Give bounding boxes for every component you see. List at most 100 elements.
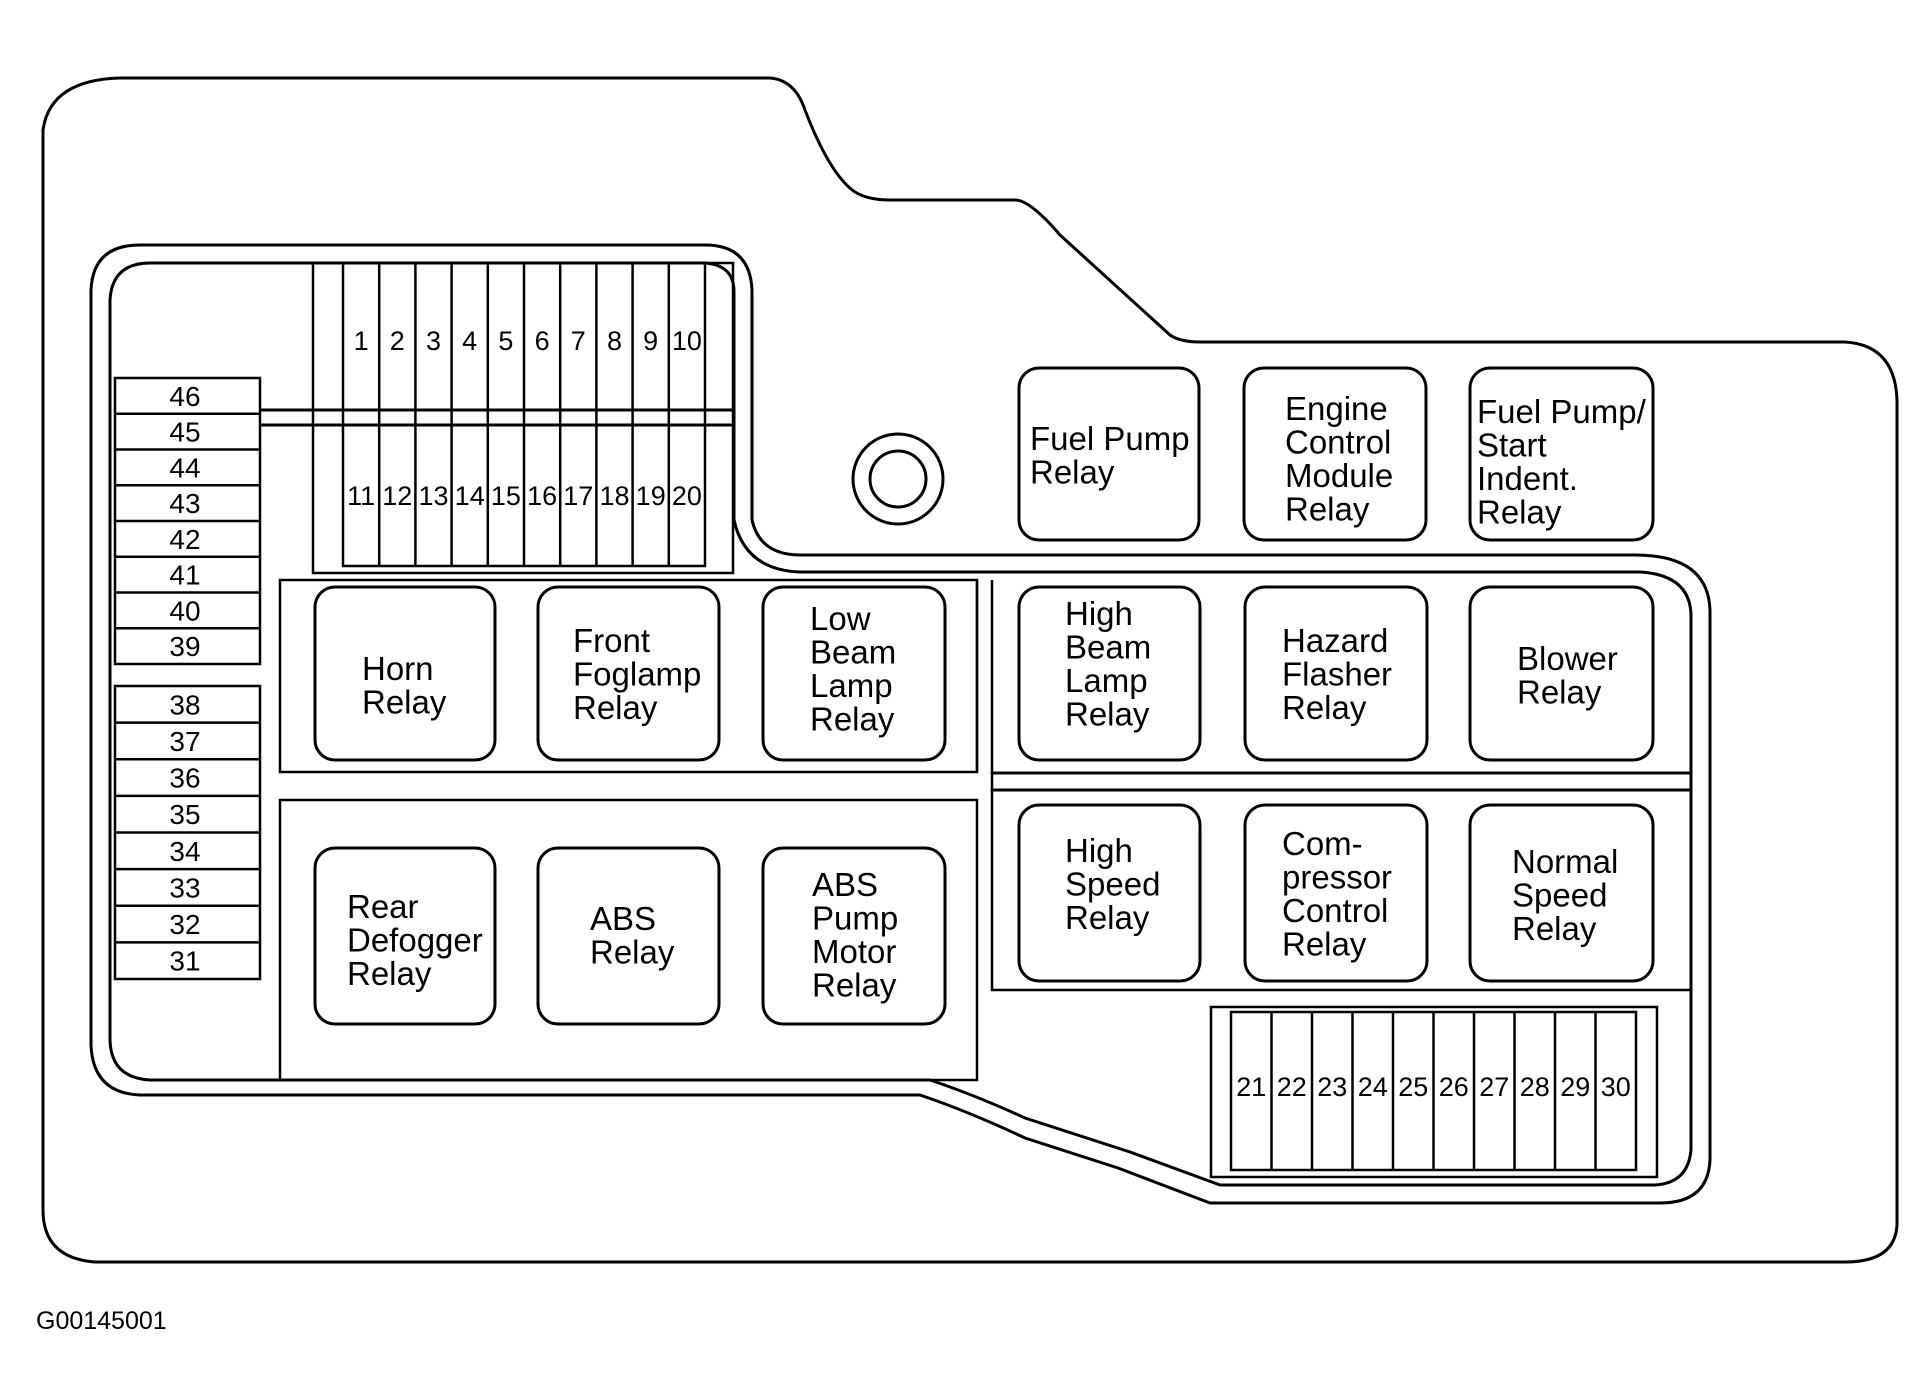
fuse-label: 28 bbox=[1520, 1072, 1550, 1102]
fuse-label: 37 bbox=[169, 726, 200, 757]
fuse-label: 10 bbox=[672, 326, 702, 356]
fuse-label: 36 bbox=[169, 763, 200, 794]
fuse-label: 2 bbox=[390, 326, 405, 356]
fuse-box-housing-outline bbox=[41, 76, 1899, 1264]
fuse-label: 31 bbox=[169, 946, 200, 977]
fuse-label: 8 bbox=[607, 326, 622, 356]
fuse-label: 13 bbox=[418, 481, 448, 511]
low-beam-lamp-relay-box bbox=[761, 585, 947, 762]
fuse-label: 46 bbox=[169, 381, 200, 412]
fuse-label: 18 bbox=[599, 481, 629, 511]
fuse-label: 38 bbox=[169, 689, 200, 720]
fuse-label: 35 bbox=[169, 799, 200, 830]
fuel-pump-relay-box bbox=[1017, 366, 1201, 542]
fuse-label: 27 bbox=[1479, 1072, 1509, 1102]
fuse-label: 23 bbox=[1317, 1072, 1347, 1102]
fuse-label: 5 bbox=[498, 326, 513, 356]
fuse-label: 24 bbox=[1358, 1072, 1388, 1102]
fuse-label: 15 bbox=[491, 481, 521, 511]
fuse-label: 45 bbox=[169, 417, 200, 448]
fuse-label: 16 bbox=[527, 481, 557, 511]
fuse-label: 1 bbox=[354, 326, 369, 356]
fuse-label: 20 bbox=[672, 481, 702, 511]
fuse-label: 25 bbox=[1398, 1072, 1428, 1102]
fuse-label: 17 bbox=[563, 481, 593, 511]
horn-relay-box bbox=[313, 585, 497, 762]
abs-pump-motor-relay-box bbox=[761, 846, 947, 1026]
fuse-label: 3 bbox=[426, 326, 441, 356]
fuse-label: 22 bbox=[1277, 1072, 1307, 1102]
fuse-label: 7 bbox=[571, 326, 586, 356]
relay-compartment-outline-outer bbox=[89, 243, 1712, 1205]
figure-code: G00145001 bbox=[36, 1307, 167, 1335]
fuse-label: 14 bbox=[455, 481, 485, 511]
fuse-label: 12 bbox=[382, 481, 412, 511]
hazard-flasher-relay-box bbox=[1243, 585, 1429, 762]
high-speed-relay-box bbox=[1017, 803, 1202, 983]
engine-control-module-relay-box bbox=[1242, 366, 1428, 542]
fuse-label: 9 bbox=[643, 326, 658, 356]
fuse-label: 41 bbox=[169, 560, 200, 591]
fuse-label: 11 bbox=[347, 481, 375, 511]
compressor-control-relay-box bbox=[1243, 803, 1429, 983]
fuse-label: 43 bbox=[169, 488, 200, 519]
blower-relay-box bbox=[1468, 585, 1655, 762]
normal-speed-relay-box bbox=[1468, 803, 1655, 983]
high-beam-lamp-relay-box bbox=[1017, 585, 1202, 762]
fuse-label: 26 bbox=[1439, 1072, 1469, 1102]
fuse-label: 32 bbox=[169, 909, 200, 940]
fuse-label: 30 bbox=[1601, 1072, 1631, 1102]
fuse-label: 6 bbox=[535, 326, 550, 356]
fuse-block-bottom-right: 21 22 23 24 25 26 27 28 29 30 bbox=[1209, 1005, 1659, 1179]
fuel-pump-start-indent-relay-box bbox=[1468, 366, 1655, 542]
relay-section-frames bbox=[278, 578, 1693, 1082]
fuse-label: 29 bbox=[1560, 1072, 1590, 1102]
front-foglamp-relay-box bbox=[536, 585, 721, 762]
fuse-label: 42 bbox=[169, 524, 200, 555]
fuse-label: 33 bbox=[169, 872, 200, 903]
fuse-label: 40 bbox=[169, 595, 200, 626]
fuse-label: 21 bbox=[1236, 1072, 1266, 1102]
fuse-label: 19 bbox=[636, 481, 666, 511]
fuse-label: 34 bbox=[169, 836, 200, 867]
fuse-label: 44 bbox=[169, 452, 200, 483]
relay-compartment-outline-inner bbox=[108, 261, 1693, 1187]
fuse-label: 4 bbox=[462, 326, 477, 356]
mounting-hole-inner bbox=[868, 449, 928, 509]
abs-relay-box bbox=[536, 846, 721, 1026]
rear-defogger-relay-box bbox=[313, 846, 497, 1026]
